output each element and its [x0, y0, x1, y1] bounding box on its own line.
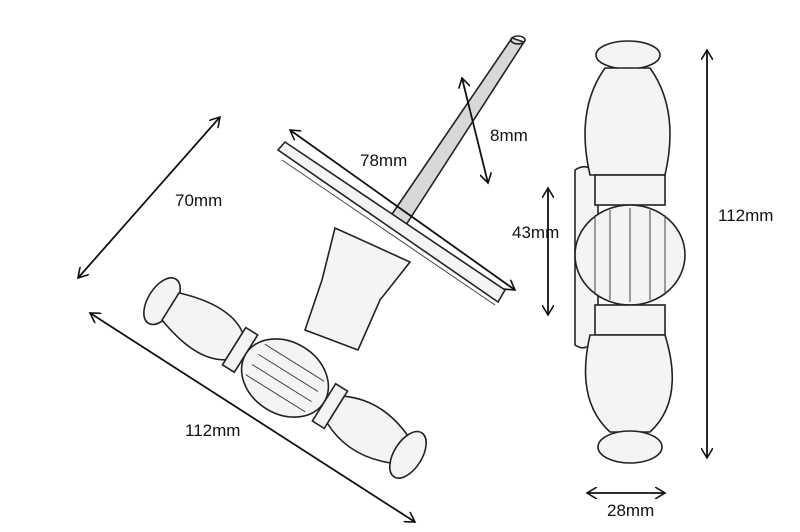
label-112mm-angled: 112mm	[185, 421, 240, 440]
dim-arrow-112mm-angled	[90, 313, 415, 522]
dim-arrow-78mm	[290, 130, 515, 290]
handle-neck	[303, 226, 412, 352]
angled-handle	[143, 277, 427, 479]
label-8mm: 8mm	[490, 126, 528, 145]
label-78mm: 78mm	[360, 151, 407, 170]
side-view-handle	[574, 40, 686, 464]
label-70mm: 70mm	[175, 191, 222, 210]
label-43mm: 43mm	[512, 223, 559, 242]
label-28mm: 28mm	[607, 501, 654, 520]
label-112mm-side: 112mm	[718, 206, 773, 225]
dim-arrow-70mm	[78, 117, 220, 278]
dim-arrow-8mm	[462, 78, 488, 183]
